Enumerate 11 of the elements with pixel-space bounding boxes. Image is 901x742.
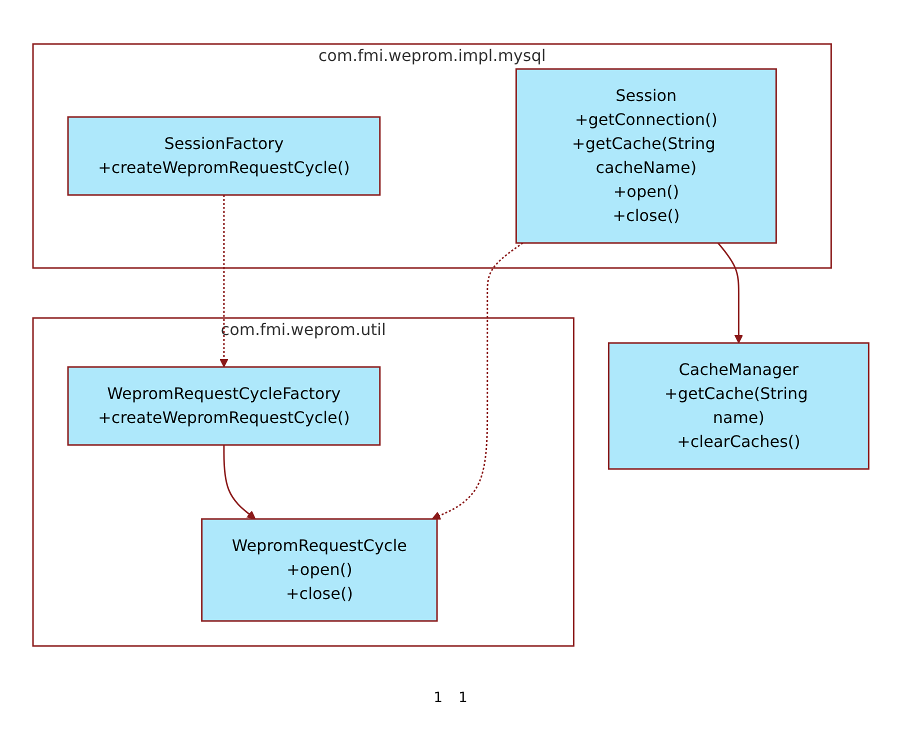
- node-box: WepromRequestCycleFactory +createWepromRequestCycle(): [66, 366, 380, 446]
- arrow: [431, 242, 523, 520]
- node-box: WepromRequestCycle +open() +close(): [200, 518, 438, 622]
- multiplicity-label: 1: [434, 690, 442, 706]
- node-box: Session +getConnection() +getCache(String cacheName) +open() +close(): [515, 68, 777, 244]
- arrow: [219, 195, 228, 368]
- node-box: SessionFactory +createWepromRequestCycle(): [66, 116, 380, 196]
- multiplicity-label: 1: [458, 690, 468, 706]
- arrow: [717, 242, 743, 344]
- node-box: CacheManager +getCache(String name) +clearCaches(): [608, 342, 870, 470]
- arrow: [222, 445, 256, 520]
